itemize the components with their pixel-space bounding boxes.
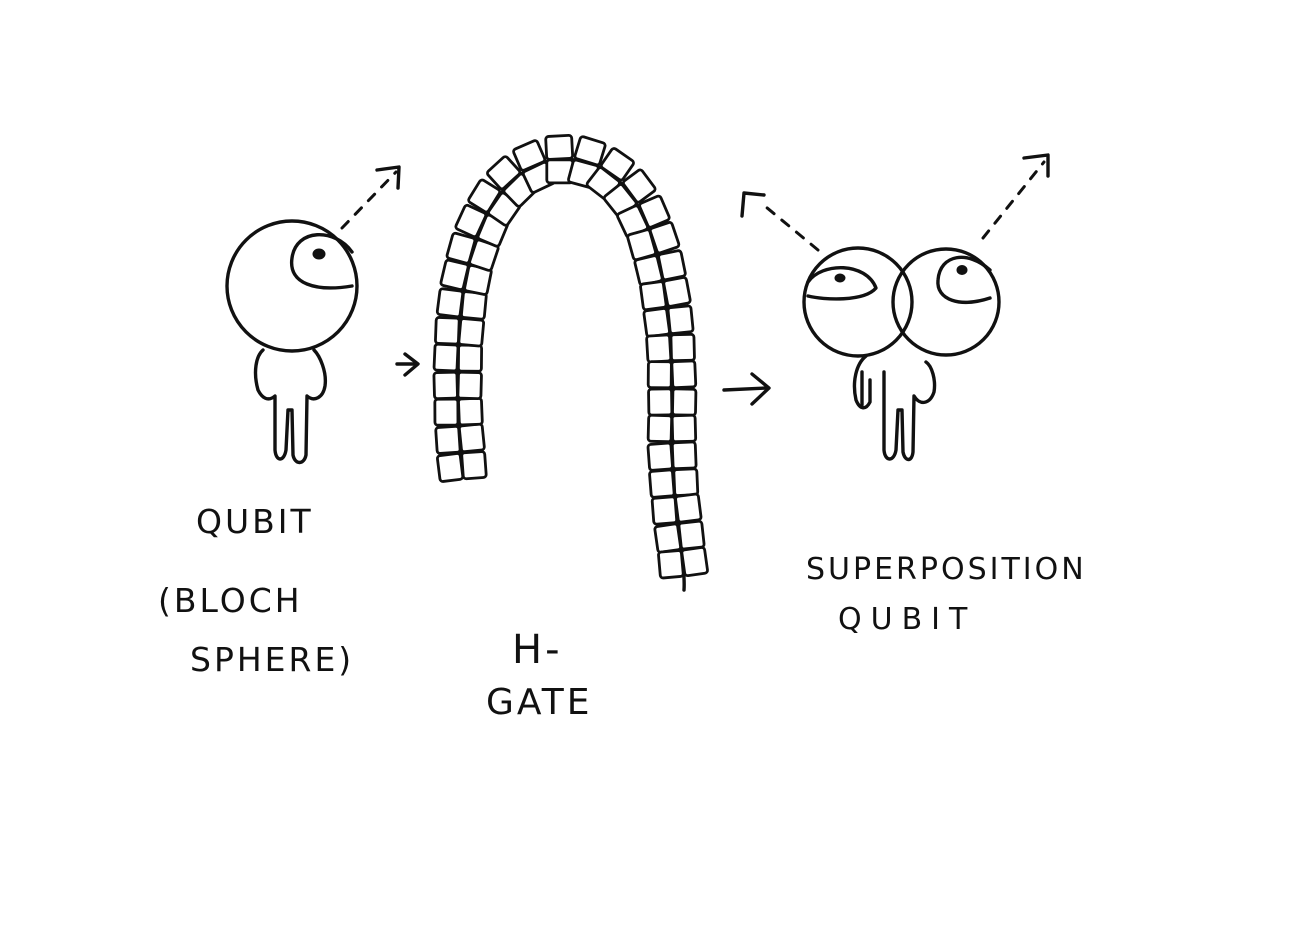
arch-block [435, 399, 458, 425]
qubit-body-icon [256, 350, 326, 463]
superposition-pupil-left-icon [835, 274, 846, 283]
arch-block [434, 344, 458, 371]
superposition-eye-right-icon [938, 257, 990, 302]
arch-block [462, 451, 487, 479]
arch-block [668, 306, 693, 334]
vector-arrowhead-icon [377, 167, 399, 188]
superposition-body-icon [854, 356, 934, 460]
arch-block [461, 291, 486, 319]
arch-block [649, 470, 674, 498]
arch-block [663, 277, 690, 307]
superposition-head-left-icon [804, 248, 912, 356]
arch-block [648, 362, 671, 388]
arch-block [681, 547, 707, 576]
superposition-eye-left-icon [808, 268, 876, 299]
dashed-vector-icon [983, 162, 1044, 238]
arch-block [458, 398, 482, 425]
arch-block [437, 288, 463, 317]
arrow-right-icon [724, 374, 769, 404]
superposition-label-line1: SUPERPOSITION [806, 555, 1087, 585]
bloch-sphere-label-line1: (BLOCH [158, 584, 303, 617]
qubit-label: QUBIT [196, 505, 314, 538]
qubit-pupil-icon [313, 249, 326, 260]
arch-block [437, 453, 463, 482]
arch-block [436, 426, 461, 453]
qubit-figure-icon [227, 167, 399, 463]
h-gate-label-line2: GATE [486, 685, 592, 721]
arch-block [671, 334, 695, 361]
h-gate-arch-icon [434, 135, 708, 590]
vector-arrowhead-icon [742, 193, 764, 216]
arch-block [672, 389, 695, 415]
arch-block [652, 497, 677, 525]
arch-block [435, 317, 459, 344]
arch-block [648, 415, 672, 442]
arch-block [644, 308, 670, 337]
arch-block [672, 442, 696, 469]
arch-block [458, 372, 482, 399]
arch-block [658, 550, 683, 578]
arch-block [672, 361, 696, 388]
arch-block [646, 335, 671, 362]
arch-block [458, 345, 481, 371]
superposition-figure-icon [742, 155, 1048, 460]
arch-block [675, 494, 701, 523]
arch-block [546, 135, 573, 159]
arch-block [459, 318, 484, 346]
bloch-sphere-label-line2: SPHERE) [190, 643, 354, 676]
arch-block [648, 443, 673, 471]
qubit-eye-icon [292, 235, 352, 288]
arch-block [648, 389, 671, 415]
dashed-vector-icon [342, 172, 396, 228]
arch-block [679, 521, 705, 549]
superposition-pupil-right-icon [957, 265, 968, 275]
h-gate-label-line1: H- [512, 630, 563, 670]
arch-block [672, 415, 696, 442]
arch-block [640, 281, 666, 310]
arch-block [459, 424, 485, 452]
arch-block [674, 469, 698, 496]
superposition-label-line2: QUBIT [838, 605, 976, 635]
arch-block [654, 524, 680, 553]
dashed-vector-icon [760, 202, 818, 250]
arch-block [434, 372, 458, 399]
arrow-right-icon [397, 354, 418, 375]
